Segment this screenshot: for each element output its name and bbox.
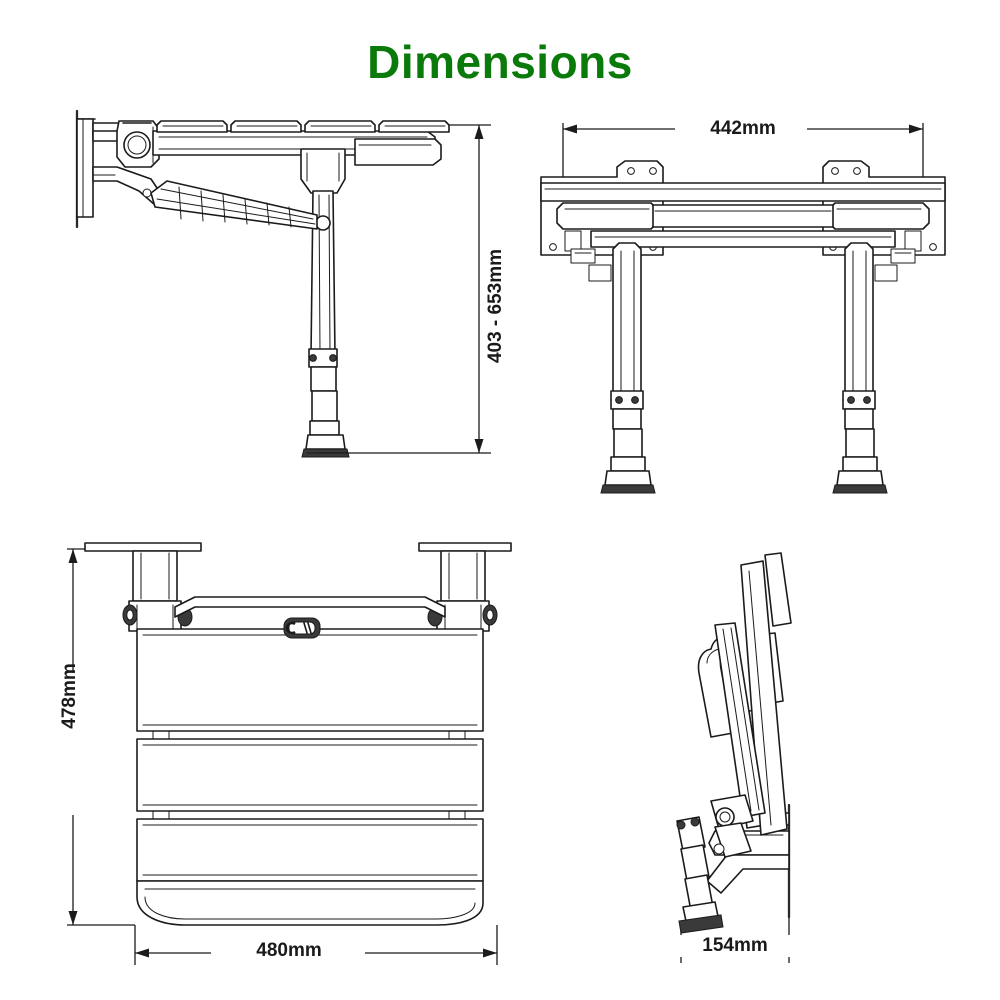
seat-slat-front: [136, 818, 484, 882]
seat-slat-middle: [136, 738, 484, 812]
folding-lattice-arm: [150, 180, 318, 230]
wall-mount-plate: [76, 118, 94, 218]
seat-front-u-rail: [136, 880, 484, 926]
slat-connectors-1: [152, 730, 466, 740]
dimension-label-depth: 478mm: [59, 663, 80, 729]
hinge-barrel-left: [556, 202, 658, 230]
front-view-svg: [540, 123, 946, 494]
leg-adjust-collar: [308, 348, 338, 368]
dimension-line-width-plan: [135, 948, 497, 958]
dimension-extension-lines-width-plan: [134, 925, 498, 965]
mount-post-left: [84, 542, 202, 632]
page-title: Dimensions: [367, 36, 633, 88]
latch-detail-left: [564, 230, 612, 282]
lock-badge-icon: [283, 617, 321, 639]
leg-pivot-pin: [315, 215, 331, 231]
center-rail: [652, 204, 834, 228]
dimension-label-height: 403 - 653mm: [485, 248, 506, 364]
seat-back-rail: [174, 596, 446, 618]
seat-slat-rear: [136, 628, 484, 732]
dimension-line-depth: [68, 549, 78, 925]
pivot-hinge-block: [116, 120, 160, 168]
leg-socket-clevis: [300, 148, 346, 194]
side-view-drawing: 403 - 653mm: [55, 105, 515, 500]
side-view-svg: [75, 109, 491, 458]
hinge-barrel-right: [828, 202, 930, 230]
folded-leg-tube: [714, 622, 766, 818]
front-view-drawing: 442mm: [535, 105, 955, 505]
latch-detail-right: [874, 230, 922, 282]
folded-hinge-block: [710, 794, 754, 858]
support-leg-right: [832, 242, 888, 494]
plan-view-svg: [67, 542, 512, 965]
dimension-extension-lines: [317, 124, 491, 454]
seat-top-bar: [540, 182, 946, 202]
seat-front-lip: [354, 138, 442, 166]
dimension-label-folded: 154mm: [677, 935, 793, 957]
mount-post-right: [418, 542, 512, 632]
plan-view-drawing: 478mm 480mm: [45, 525, 525, 975]
dimension-line-height: [474, 125, 484, 453]
folded-view-svg: [676, 552, 792, 963]
dimension-line-width: [563, 124, 923, 134]
lower-cross-frame: [590, 230, 896, 248]
leg-lower-sections: [309, 366, 340, 436]
support-leg-left: [600, 242, 656, 494]
slat-connectors-2: [152, 810, 466, 820]
folded-view-drawing: 154mm: [615, 525, 960, 975]
folded-slat-1: [764, 552, 792, 627]
dimension-extension-lines-width: [562, 123, 924, 177]
dimension-label-width: 442mm: [710, 118, 776, 139]
dimension-label-width-plan: 480mm: [256, 940, 322, 961]
folded-leg-lower: [676, 816, 724, 934]
leg-foot: [301, 434, 350, 458]
seat-slats-group: [156, 120, 450, 133]
